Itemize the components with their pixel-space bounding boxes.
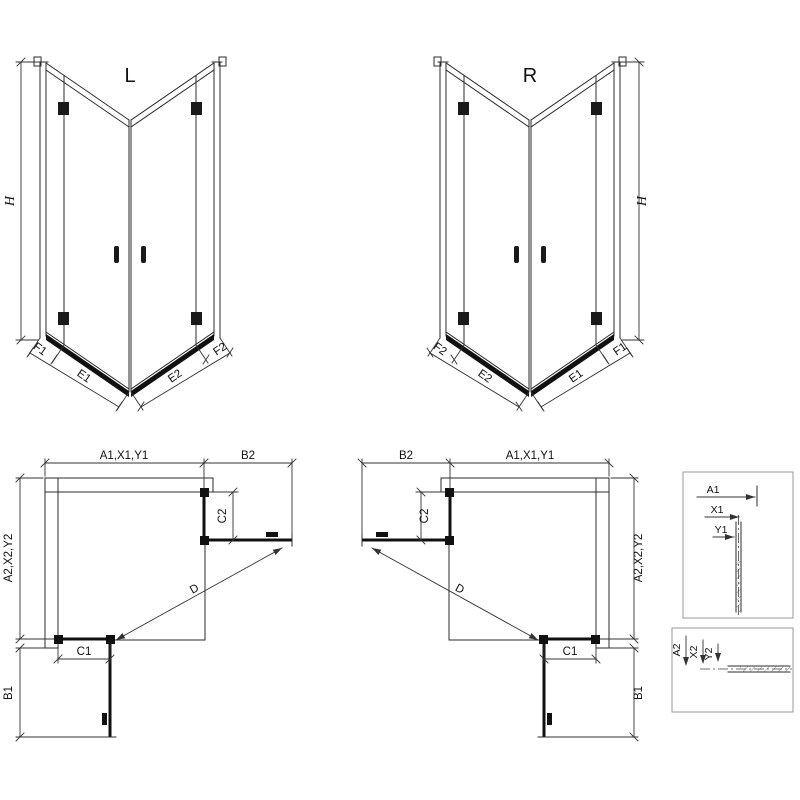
detail-label-a1: A1 [707, 484, 720, 496]
dim-label-c2-left: C2 [217, 509, 229, 524]
dim-label-width-main-right: A1,X1,Y1 [506, 450, 555, 462]
detail-label-x1: X1 [711, 504, 724, 516]
dim-label-height-right: H [635, 195, 650, 207]
elevation-left-view: L H F1 E1 E2 F2 [3, 56, 234, 412]
elevation-left-geometry [15, 56, 234, 412]
dim-label-depth-left: A2,X2,Y2 [3, 534, 15, 583]
dim-label-c1-left: C1 [77, 646, 92, 658]
detail-label-y2: Y2 [703, 647, 715, 660]
dim-label-c2-right: C2 [419, 509, 431, 524]
elevation-right-view: R H F2 E2 E1 F1 [426, 56, 650, 412]
dim-label-f2-left: F2 [211, 341, 229, 359]
dim-label-b2-right: B2 [399, 450, 413, 462]
detail-box-top: A1 X1 Y1 [682, 471, 794, 619]
dim-label-d-left: D [188, 582, 201, 597]
dim-label-b1-left: B1 [3, 686, 15, 700]
plan-right-geometry [356, 457, 640, 743]
dim-label-b2-left: B2 [241, 450, 255, 462]
detail-label-y1: Y1 [715, 524, 728, 536]
dim-label-f2-right: F2 [431, 341, 449, 359]
detail-label-a2: A2 [671, 643, 683, 656]
dim-label-d-right: D [453, 582, 466, 597]
detail-label-x2: X2 [688, 645, 700, 658]
dim-label-width-main-left: A1,X1,Y1 [100, 450, 149, 462]
variant-label-left: L [124, 65, 135, 87]
variant-label-right: R [523, 65, 537, 87]
dim-label-b1-right: B1 [633, 686, 645, 700]
plan-left-view: A1,X1,Y1 B2 C2 A2,X2,Y2 C1 B1 D [3, 450, 298, 743]
dim-label-depth-right: A2,X2,Y2 [633, 534, 645, 583]
elevation-right-geometry [426, 56, 645, 412]
plan-right-view: B2 A1,X1,Y1 C2 A2,X2,Y2 C1 B1 D [356, 450, 645, 743]
dim-label-f1-left: F1 [31, 341, 49, 359]
plan-left-geometry [14, 457, 298, 743]
detail-box-bottom: A2 X2 Y2 [671, 627, 794, 713]
dim-label-c1-right: C1 [563, 646, 578, 658]
dim-label-height-left: H [3, 195, 18, 207]
dim-label-f1-right: F1 [611, 341, 629, 359]
